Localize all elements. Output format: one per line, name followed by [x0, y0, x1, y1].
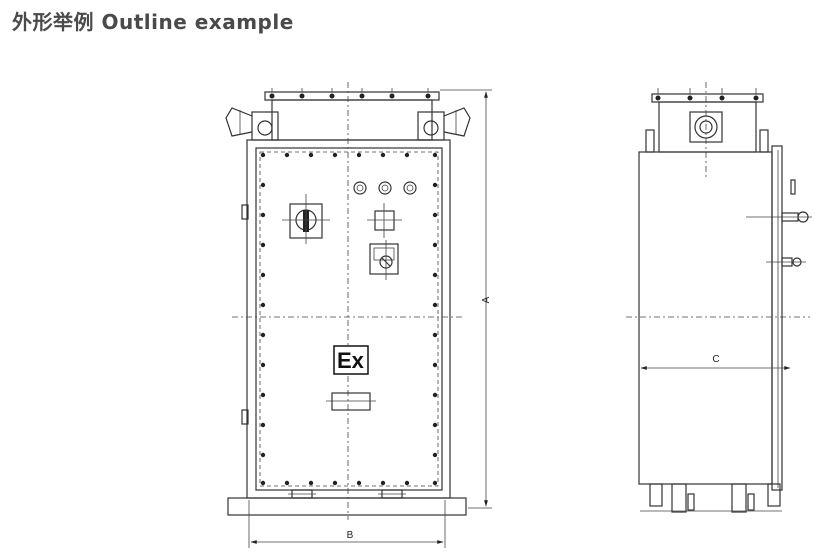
side-lamp — [790, 179, 796, 195]
side-cover-edge — [771, 145, 783, 491]
front-view: Ex A B — [225, 82, 492, 548]
side-body — [638, 151, 773, 485]
push-button — [367, 203, 402, 238]
dimension-c: C — [640, 354, 791, 370]
indicator-lamps — [353, 181, 417, 195]
top-flange-bolts — [269, 88, 431, 99]
hinge-upper — [241, 204, 249, 220]
side-top-box — [658, 101, 757, 153]
lifting-lug-left — [225, 107, 279, 141]
page-title: 外形举例 Outline example — [12, 10, 294, 34]
cover-panel — [255, 147, 443, 491]
lifting-lug-right — [417, 107, 471, 141]
side-bottom-glands — [640, 483, 782, 513]
ex-mark: Ex — [333, 345, 369, 375]
enclosure-body — [246, 139, 451, 499]
side-selector-knob — [766, 257, 806, 267]
cover-seal-line — [259, 151, 439, 487]
main-switch-handle — [282, 194, 330, 244]
nameplate — [326, 392, 376, 411]
cover-bolts — [260, 152, 438, 486]
bottom-glands — [288, 489, 406, 499]
side-view: C — [626, 82, 812, 513]
dimension-b-label: B — [347, 530, 354, 541]
dimension-c-label: C — [712, 354, 719, 365]
hinge-lower — [241, 409, 249, 425]
side-top-flange — [651, 93, 764, 103]
side-switch-knob — [746, 211, 812, 223]
side-lug-left — [645, 129, 655, 153]
base-plate — [227, 497, 467, 516]
top-box — [271, 99, 433, 141]
dimension-a: A — [440, 89, 492, 509]
selector-switch — [369, 240, 399, 280]
dimension-a-label: A — [481, 296, 492, 303]
dimension-b: B — [248, 500, 446, 548]
top-flange — [264, 91, 440, 101]
side-lug-right — [759, 129, 769, 153]
ex-mark-label: Ex — [337, 348, 365, 373]
